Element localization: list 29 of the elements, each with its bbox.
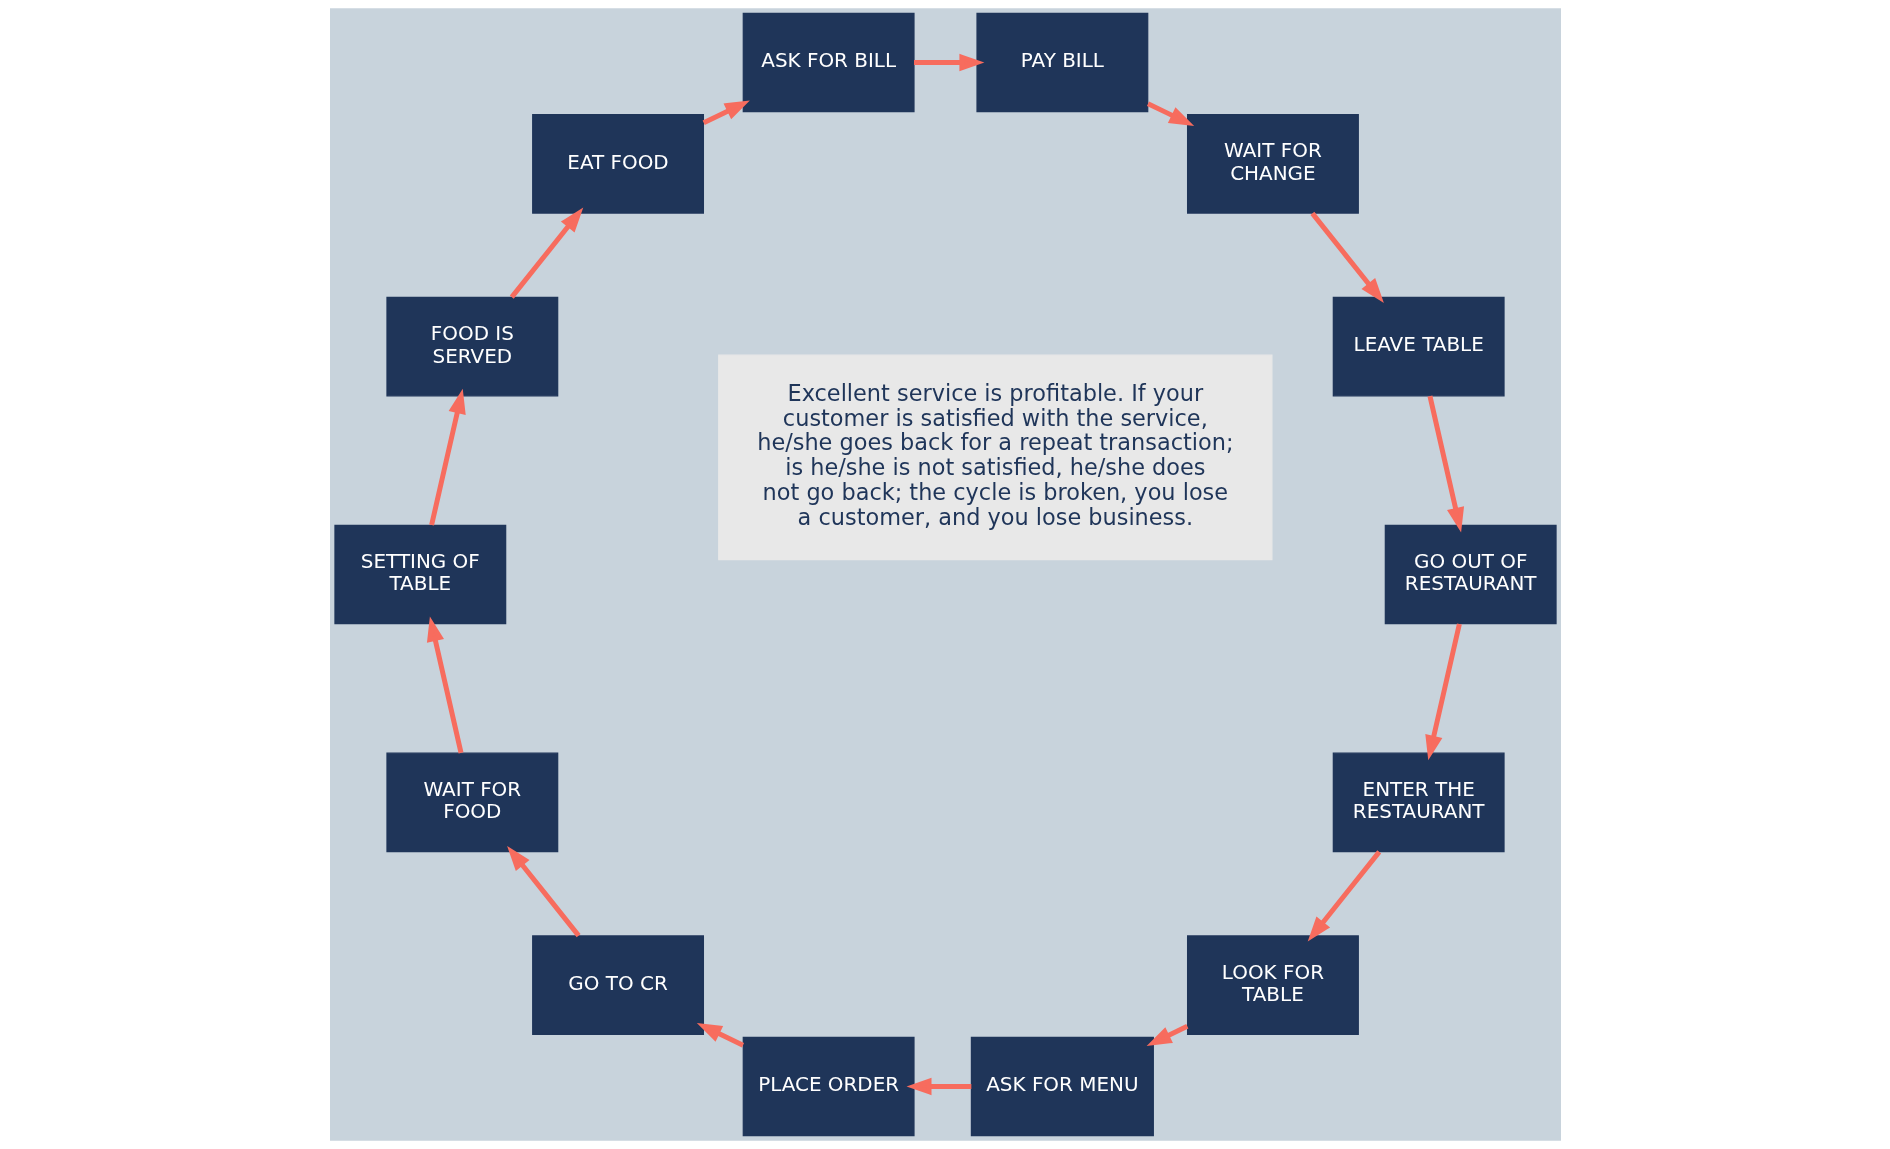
node-box: SETTING OF TABLE [333, 524, 506, 625]
node-box: FOOD IS SERVED [385, 296, 558, 397]
node-box: LEAVE TABLE [1332, 296, 1505, 397]
node-box: GO OUT OF RESTAURANT [1384, 524, 1557, 625]
arrow [509, 207, 583, 299]
arrow [1427, 395, 1464, 533]
arrow [1424, 623, 1462, 761]
arrow [1146, 101, 1194, 126]
node-box: Excellent service is profitable. If your customer is satisfied with the service, he/she goes back for a repeat transaction; is he/she is not satisfied, he/she does not go back; the cycle is broken, you lose a customer, and you lose business. [717, 354, 1272, 561]
node-box: ENTER THE RESTAURANT [1332, 752, 1505, 853]
node-box: GO TO CR [531, 935, 704, 1035]
arrow [702, 100, 750, 125]
node-box: ASK FOR BILL [742, 12, 915, 113]
arrow [1146, 1024, 1188, 1046]
arrow [428, 388, 466, 526]
node-box: LOOK FOR TABLE [1186, 935, 1359, 1035]
arrow [426, 616, 463, 754]
arrow [906, 1077, 971, 1096]
arrow [696, 1023, 744, 1048]
arrow [1307, 850, 1381, 942]
node-box: ASK FOR MENU [970, 1036, 1154, 1137]
node-box: WAIT FOR CHANGE [1186, 114, 1359, 214]
node-box: PLACE ORDER [742, 1036, 915, 1137]
arrow [1309, 211, 1384, 304]
node-box: PAY BILL [975, 12, 1148, 113]
node-box: EAT FOOD [531, 114, 704, 214]
node-box: WAIT FOR FOOD [385, 752, 558, 853]
arrow [913, 53, 984, 72]
arrow [506, 845, 581, 938]
